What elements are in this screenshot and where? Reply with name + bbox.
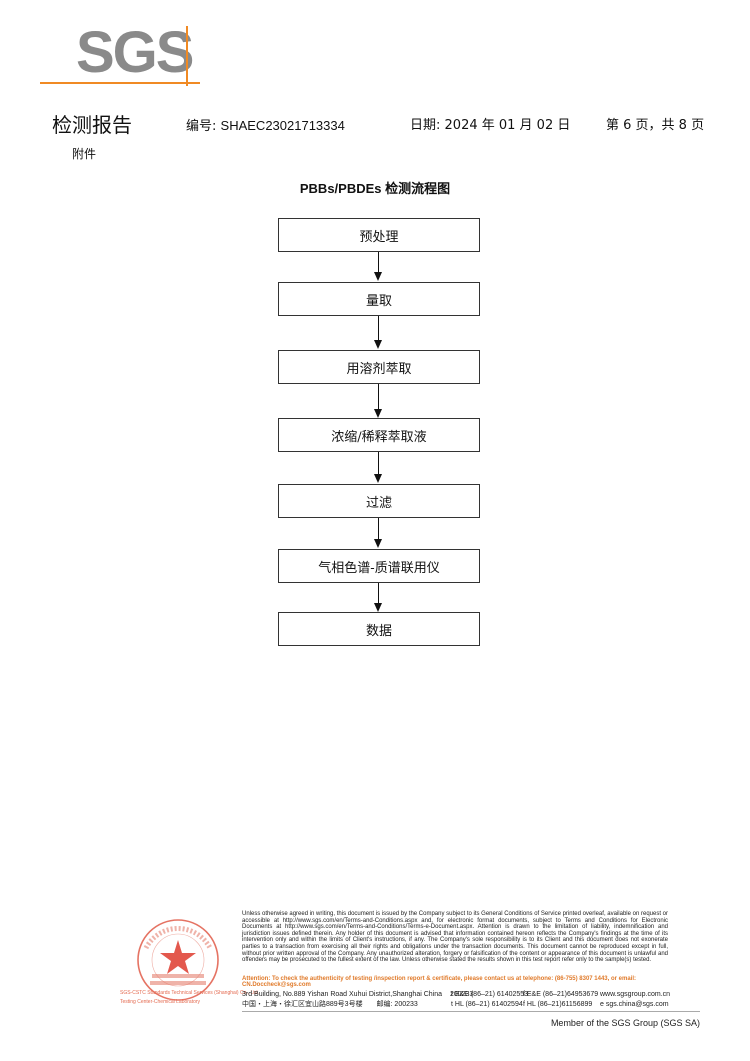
fax-ee: f E&E (86–21)64953679 [523,991,599,998]
website: www.sgsgroup.com.cn [600,991,671,998]
report-number: 编号: SHAEC23021713334 [186,116,345,137]
address-chinese-text: 中国・上海・徐汇区宜山路889号3号楼 [242,1001,363,1008]
contact-email: e sgs.china@sgs.com [600,1001,669,1008]
flowchart-title: PBBs/PBDEs 检测流程图 [299,181,451,196]
report-date-value: 2024 年 01 月 02 日 [444,118,571,133]
logo-text: SGS [76,20,194,85]
seal-graphic [137,919,219,1001]
logo-accent-horizontal [40,82,200,84]
report-title: 检测报告 [52,113,132,137]
flow-step-filter: 过滤 [278,484,480,518]
phone-ee: t E&E (86–21) 61402553 [451,991,529,998]
postcode-chinese: 邮编: 200233 [376,1001,418,1008]
address-english: 3rd Building, No.889 Yishan Road Xuhui D… [242,990,473,999]
flow-step-solvent-extraction: 用溶剂萃取 [278,350,480,384]
page-info: 第 6 页，共 8 页 [606,118,705,133]
sgs-membership: Member of the SGS Group (SGS SA) [550,1018,700,1028]
flow-step-data: 数据 [278,612,480,646]
postcode-english: 200233 [449,991,474,998]
flow-step-gc-ms: 气相色谱-质谱联用仪 [278,549,480,583]
official-seal: SGS-CSTC Standards Technical Services (S… [120,908,259,1018]
flow-step-pretreatment: 预处理 [278,218,480,252]
authenticity-notice: Attention: To check the authenticity of … [242,976,636,989]
appendix-label: 附件 [72,147,97,161]
report-date-label: 日期: [410,118,441,133]
report-date: 日期: 2024 年 01 月 02 日 [410,116,570,136]
address-chinese: 中国・上海・徐汇区宜山路889号3号楼 邮编: 200233 [242,1000,418,1009]
legal-disclaimer: Unless otherwise agreed in writing, this… [242,911,668,964]
flow-step-concentrate-dilute: 浓缩/稀释萃取液 [278,418,480,452]
stamp-lab-text: Testing Center-Chemical Laboratory [120,999,201,1005]
flow-step-measure: 量取 [278,282,480,316]
phone-hl: t HL (86–21) 61402594 [451,1001,523,1008]
report-number-value: SHAEC23021713334 [220,118,345,133]
address-english-text: 3rd Building, No.889 Yishan Road Xuhui D… [242,991,443,998]
report-number-label: 编号: [186,119,217,134]
logo-accent-vertical [186,26,188,86]
fax-hl: f HL (86–21)61156899 [523,1001,593,1008]
sgs-logo: SGS [40,18,210,88]
footer-divider [242,1011,700,1012]
stamp-company-text: SGS-CSTC Standards Technical Services (S… [120,990,259,996]
